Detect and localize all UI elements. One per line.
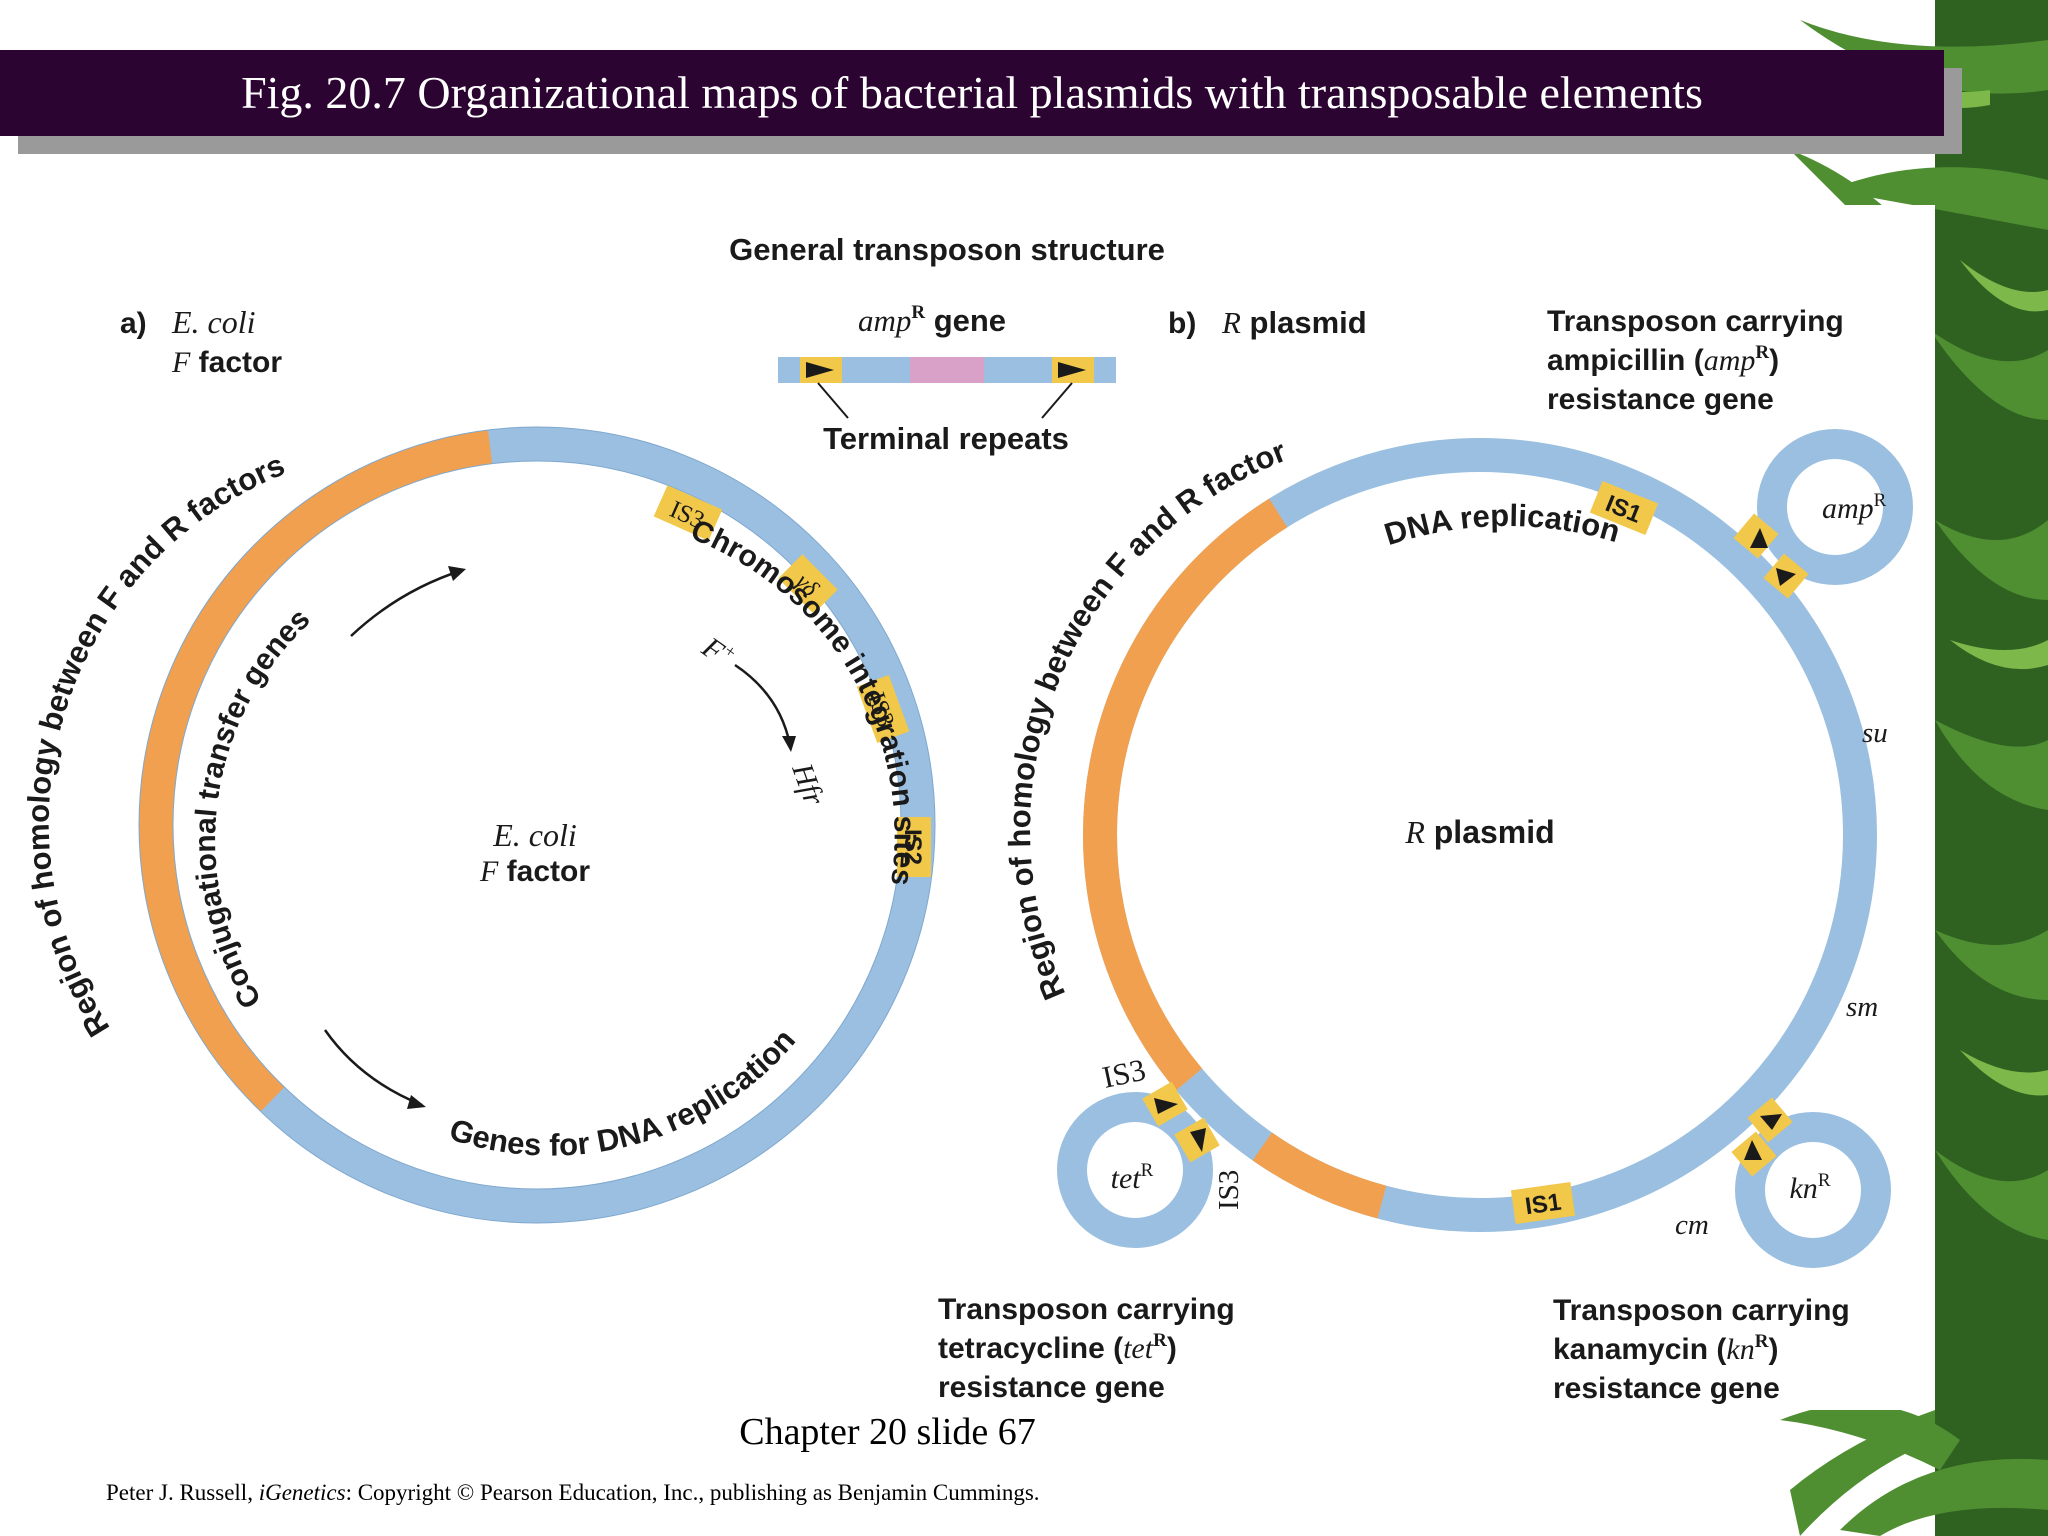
- repeat-pointer-right: [1041, 382, 1073, 419]
- general-transposon: General transposon structure ampR gene T…: [729, 232, 1165, 456]
- su-label: su: [1862, 717, 1888, 749]
- kn-loop-label: knR: [1789, 1170, 1830, 1205]
- kn-loop: [1735, 1112, 1891, 1268]
- kn-junction: [1731, 1097, 1793, 1177]
- conjugation-arrowhead-upper: [448, 566, 466, 581]
- panel-b-letter: b): [1168, 307, 1196, 340]
- repeat-pointer-left: [817, 382, 849, 419]
- slide-title: Fig. 20.7 Organizational maps of bacteri…: [241, 67, 1703, 118]
- panel-a-species: E. coli: [171, 304, 256, 340]
- f-center-factor: F factor: [479, 855, 590, 888]
- amp-loop: [1757, 429, 1913, 585]
- tet-loop-label: tetR: [1111, 1160, 1154, 1195]
- kn-caption: Transposon carrying kanamycin (knR) resi…: [1553, 1294, 1858, 1405]
- amp-caption: Transposon carrying ampicillin (ampR) re…: [1547, 305, 1852, 416]
- svg-text:IS1: IS1: [1523, 1189, 1562, 1221]
- sm-label: sm: [1846, 991, 1878, 1023]
- is1-element-bottom: IS1: [1510, 1181, 1576, 1225]
- tet-junction: [1142, 1081, 1220, 1163]
- credit-book: iGenetics: [258, 1480, 346, 1505]
- panel-a-factor: F factor: [171, 346, 282, 379]
- slide-number: Chapter 20 slide 67: [739, 1411, 1036, 1453]
- conjugation-arrowhead-lower: [407, 1095, 426, 1109]
- title-bar: Fig. 20.7 Organizational maps of bacteri…: [0, 50, 1944, 136]
- terminal-repeats-label: Terminal repeats: [823, 421, 1069, 456]
- repeat-arrow-left: [806, 362, 834, 378]
- f-ring-outer-edge: [138, 426, 936, 1224]
- r-homology-arc: [1083, 438, 1877, 1232]
- conjugation-arrow-lower: [323, 1029, 423, 1107]
- panel-a-letter: a): [120, 307, 147, 340]
- copyright-credit: Peter J. Russell, iGenetics: Copyright ©…: [106, 1480, 1040, 1506]
- amp-gene-label: ampR gene: [858, 302, 1006, 338]
- f-factor-homology-arc: [139, 427, 935, 1223]
- svg-text:IS2: IS2: [899, 829, 926, 865]
- cm-label: cm: [1675, 1209, 1709, 1241]
- is3-label-lower: IS3: [1213, 1170, 1245, 1210]
- credit-author: Peter J. Russell,: [106, 1480, 259, 1505]
- f-to-hfr-arrowhead: [782, 736, 796, 752]
- conjugation-arrow-upper: [350, 568, 464, 637]
- repeat-arrow-right: [1058, 362, 1086, 378]
- panel-b-title: R plasmid: [1221, 305, 1367, 340]
- tet-caption: Transposon carrying tetracycline (tetR) …: [938, 1293, 1243, 1404]
- f-center-species: E. coli: [492, 817, 577, 853]
- amp-junction: [1733, 513, 1809, 599]
- amp-loop-label: ampR: [1822, 490, 1887, 525]
- r-center-label: R plasmid: [1404, 814, 1554, 850]
- f-to-hfr-arrow: [734, 663, 792, 746]
- general-heading: General transposon structure: [729, 232, 1165, 267]
- amp-gene-segment: [910, 357, 984, 383]
- credit-rest: : Copyright © Pearson Education, Inc., p…: [345, 1480, 1040, 1505]
- is2-element: IS2: [897, 817, 931, 877]
- tet-loop: [1057, 1092, 1213, 1248]
